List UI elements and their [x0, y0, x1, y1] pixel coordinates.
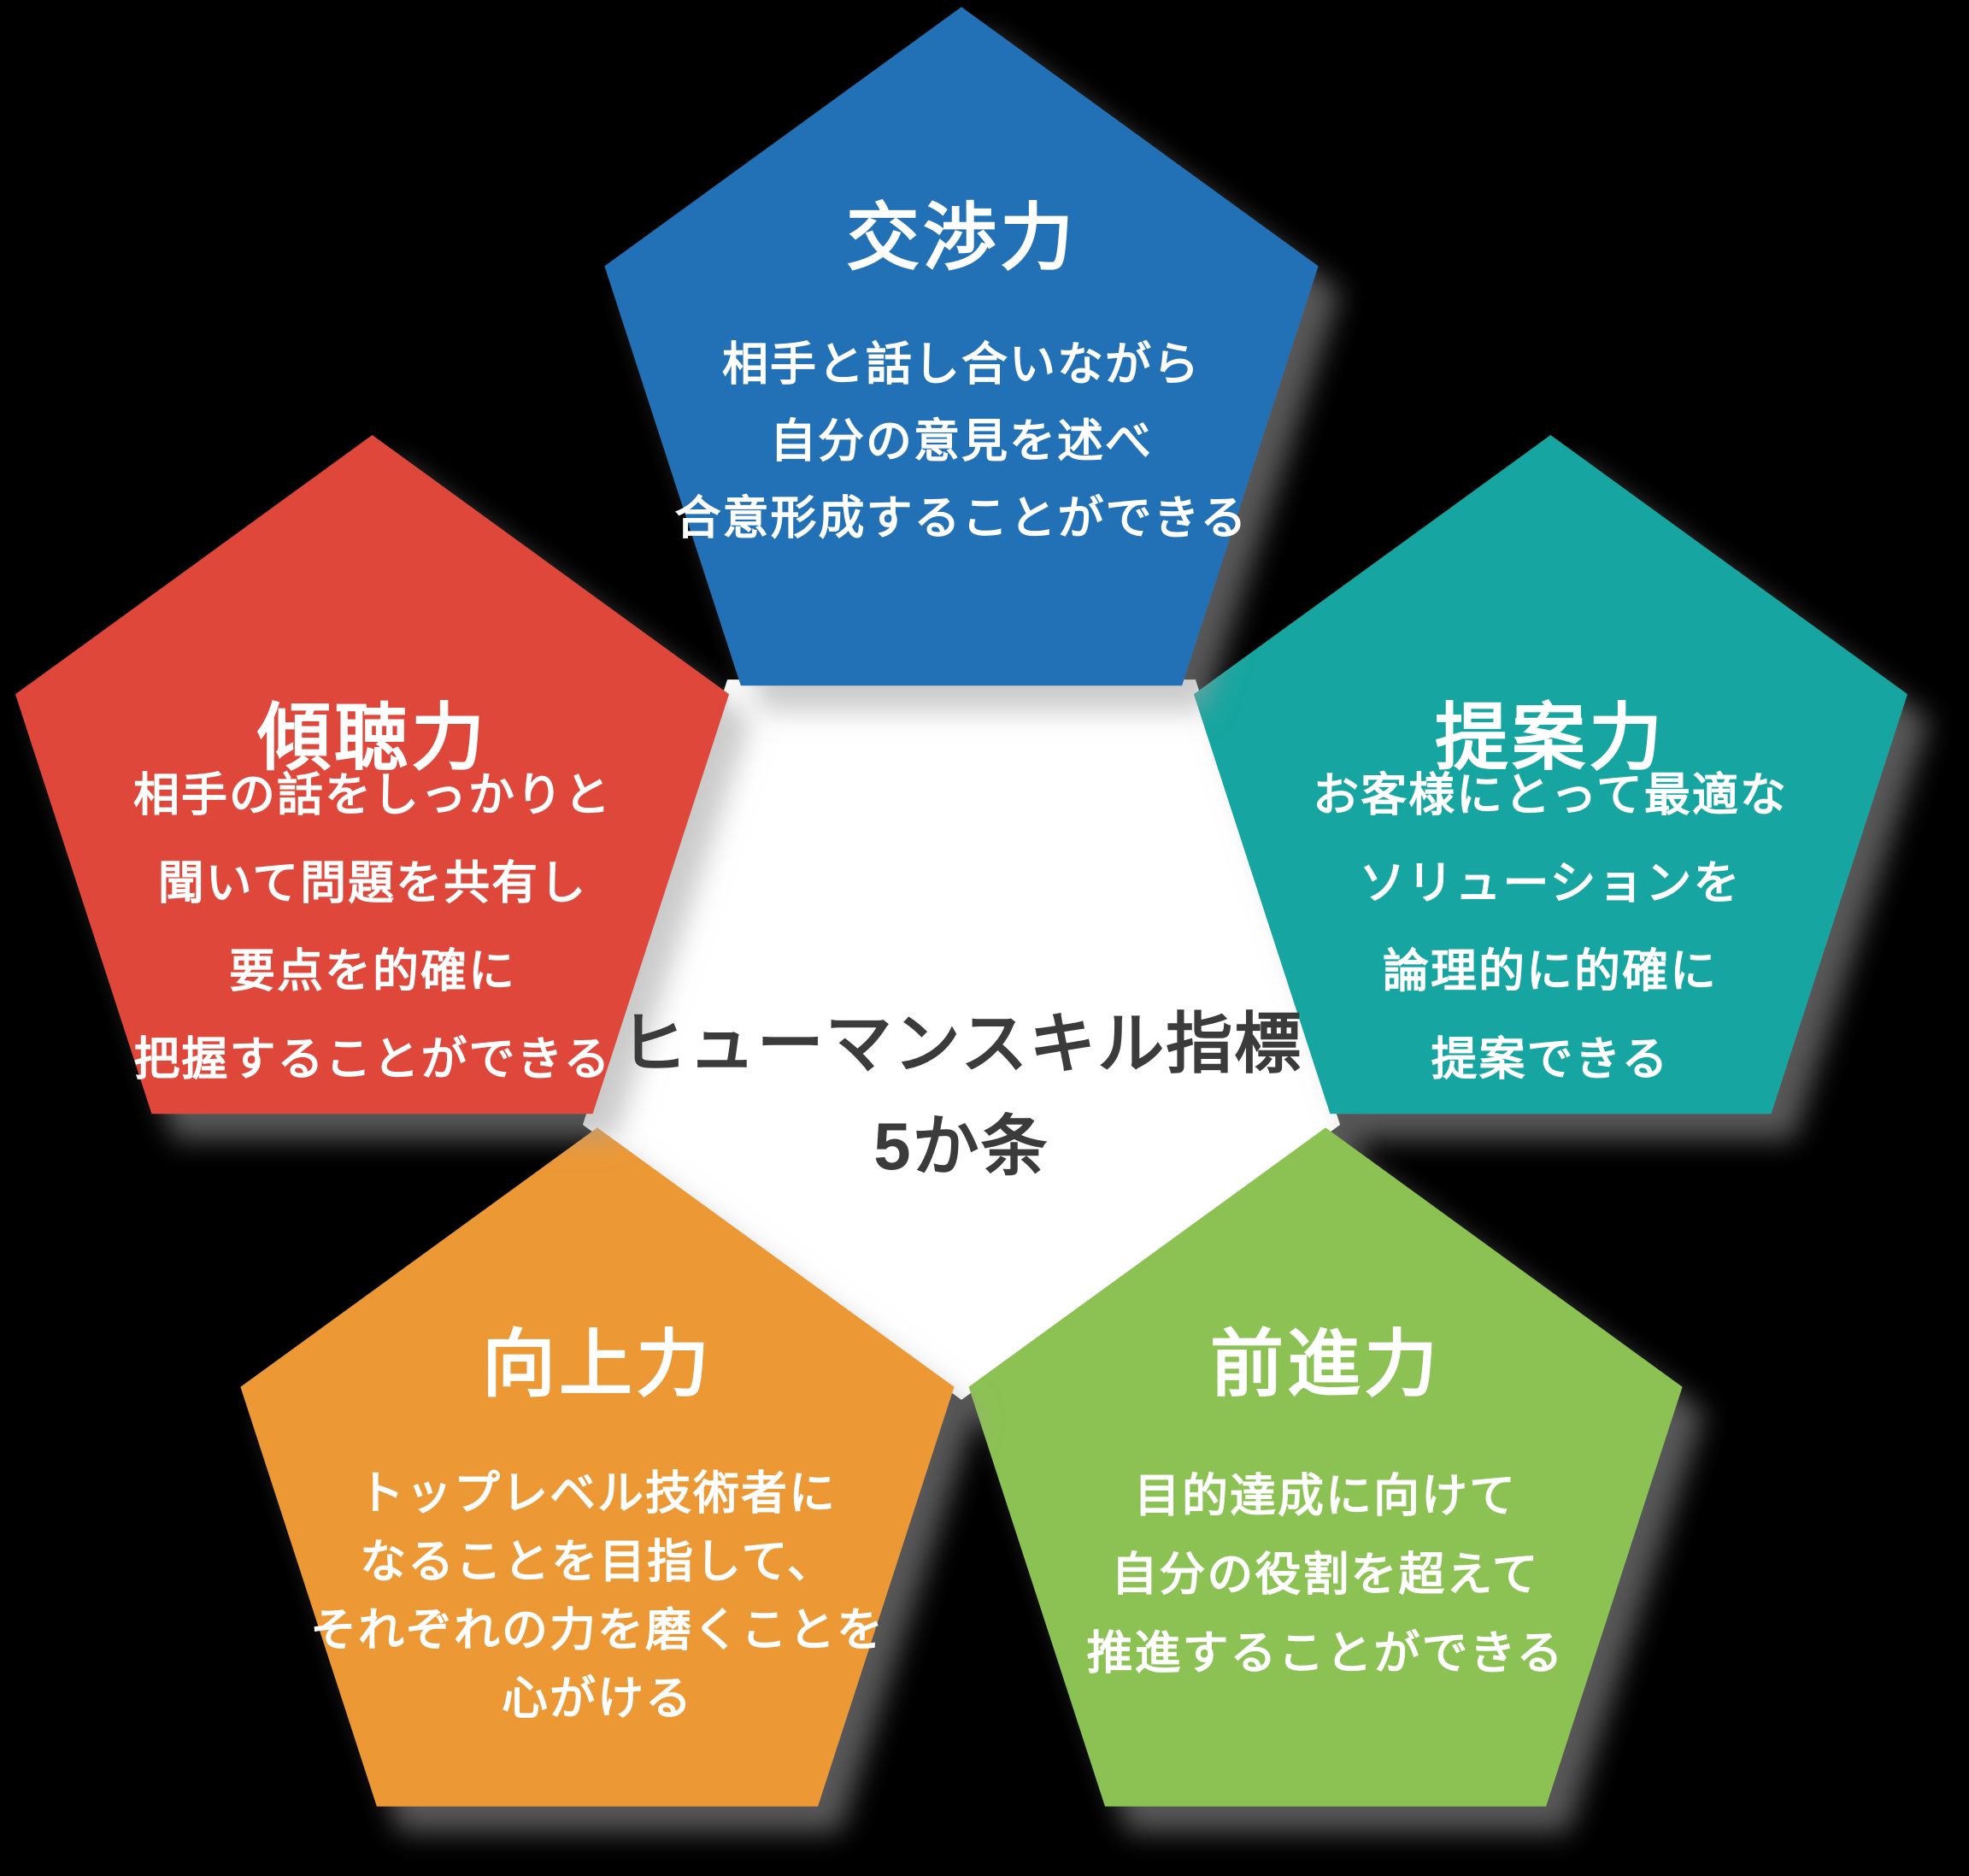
- pentagon-right-body-line-2: ソリューションを: [1359, 857, 1742, 909]
- pentagon-left-body-line-1: 相手の話をしっかりと: [133, 769, 612, 821]
- pentagon-top-body-line-2: 自分の意見を述べ: [770, 415, 1153, 468]
- pentagon-top-shape: [604, 7, 1319, 686]
- pentagon-top-body-line-1: 相手と話し合いながら: [722, 338, 1201, 391]
- pentagon-right-body-line-1: お客様にとって最適な: [1313, 769, 1788, 821]
- pentagon-bottom-right-body-line-1: 目的達成に向けて: [1134, 1470, 1517, 1522]
- pentagon-right-title: 提案力: [1435, 697, 1666, 779]
- pentagon-right-body-line-4: 提案できる: [1431, 1033, 1670, 1085]
- center-title-line1: ヒューマンスキル指標: [620, 1006, 1303, 1081]
- pentagon-bottom-left-shape: [240, 1127, 955, 1807]
- pentagon-bottom-right-shape: [968, 1127, 1683, 1807]
- pentagon-bottom-left-body-line-2: なることを目指して、: [360, 1536, 835, 1588]
- pentagon-bottom-left-title: 向上力: [482, 1323, 713, 1406]
- pentagon-left-shape: [15, 435, 730, 1114]
- pentagon-top-title: 交渉力: [846, 197, 1077, 279]
- pentagon-bottom-left-body-line-4: 心がける: [502, 1673, 693, 1725]
- pentagon-right-shape: [1193, 435, 1907, 1114]
- pentagon-left-body-line-4: 把握することができる: [133, 1033, 612, 1085]
- pentagon-bottom-right-title: 前進力: [1210, 1323, 1441, 1406]
- pentagon-right-body-line-3: 論理的に的確に: [1383, 945, 1718, 997]
- pentagon-left-title: 傾聴力: [257, 697, 488, 779]
- pentagon-left-body-line-3: 要点を的確に: [229, 945, 516, 997]
- center-pentagon: [582, 679, 1341, 1400]
- pentagon-bottom-right-body-line-2: 自分の役割を超えて: [1111, 1549, 1540, 1601]
- pentagon-top-body-line-3: 合意形成することができる: [674, 492, 1249, 544]
- pentagon-bottom-left-body-line-1: トップレベル技術者に: [358, 1467, 837, 1520]
- pentagon-bottom-left-body-line-3: それぞれの力を磨くことを: [310, 1604, 885, 1656]
- center-title-line2: 5か条: [873, 1109, 1049, 1184]
- pentagon-bottom-right-body-line-3: 推進することができる: [1086, 1627, 1565, 1679]
- pentagon-left-body-line-2: 聞いて問題を共有し: [157, 857, 588, 909]
